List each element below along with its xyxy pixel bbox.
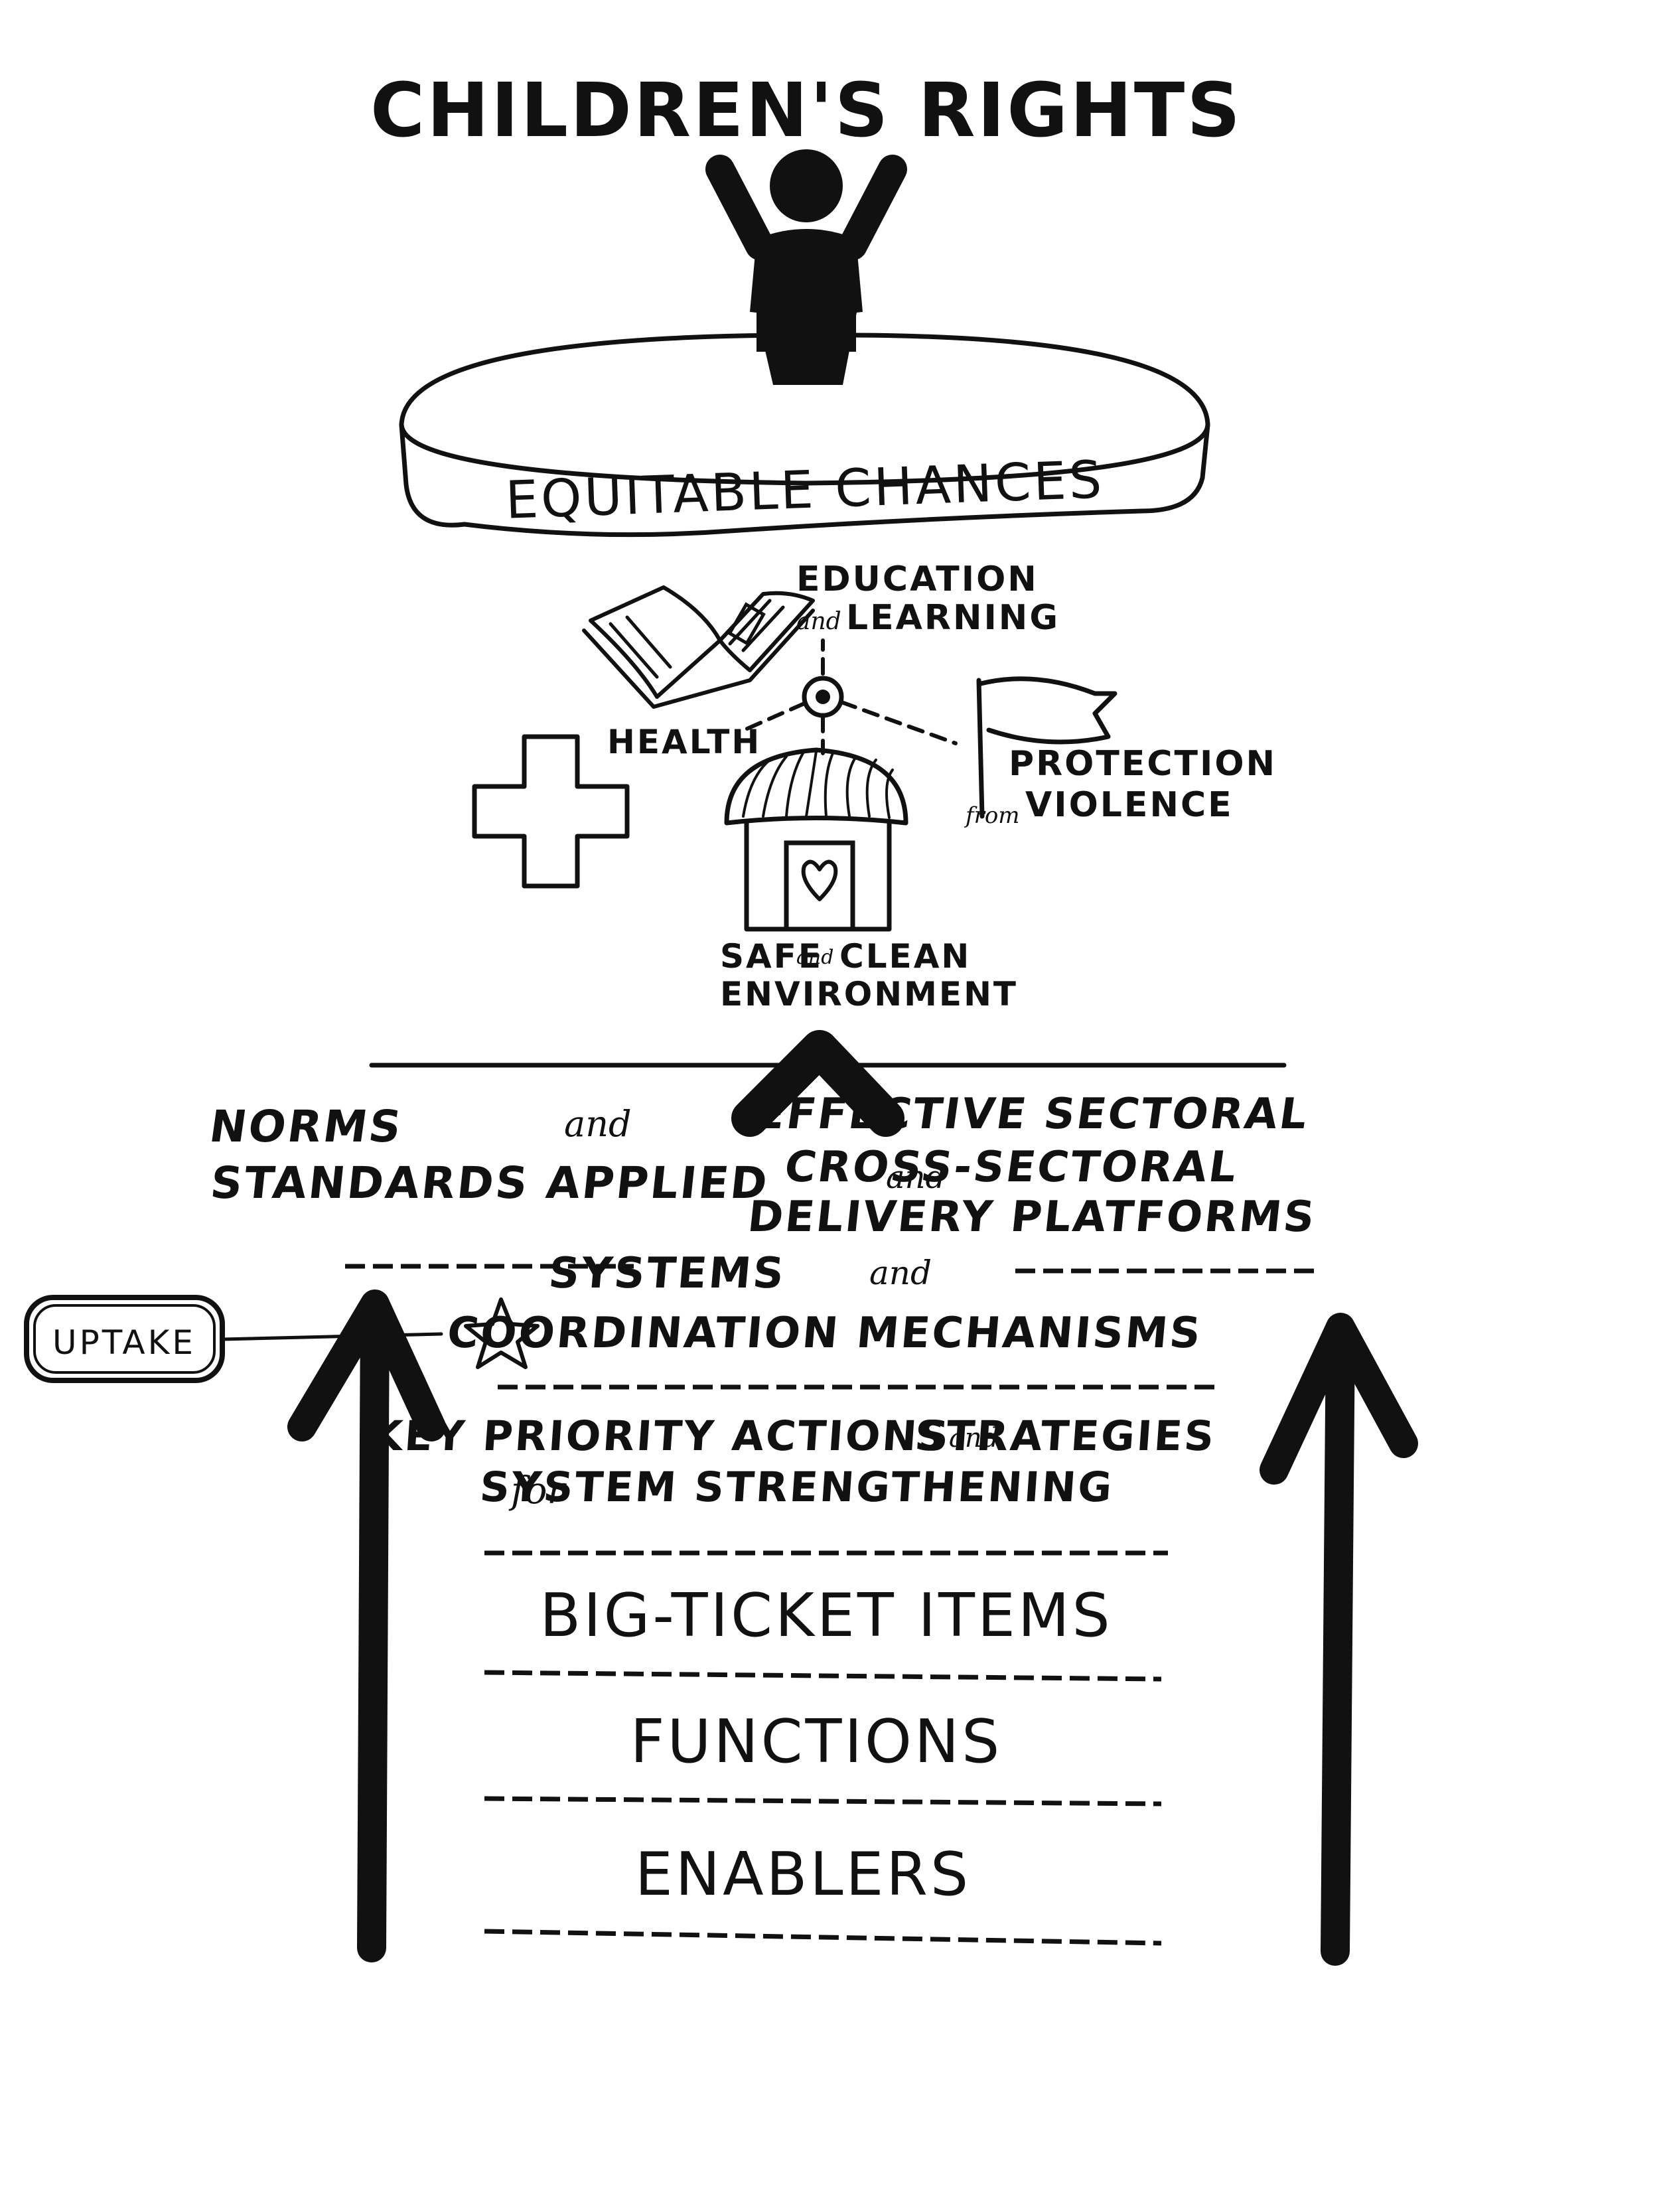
- key-actions-line1a: KEY PRIORITY ACTIONS: [369, 1412, 952, 1460]
- diagram-title: CHILDREN'S RIGHTS: [370, 68, 1242, 154]
- environment-connector: and: [796, 946, 833, 969]
- protection-connector: from: [964, 802, 1020, 829]
- norms-connector: and: [564, 1103, 632, 1145]
- star-icon: [464, 1297, 540, 1369]
- layer-dash-4: [484, 1929, 1162, 1946]
- uptake-connector-line: [220, 1332, 443, 1341]
- platforms-connector: and: [886, 1159, 946, 1196]
- protection-line1: PROTECTION: [1009, 744, 1277, 784]
- platforms-line1: EFFECTIVE SECTORAL: [753, 1089, 1313, 1139]
- norms-line2: STANDARDS APPLIED: [208, 1157, 772, 1209]
- education-line2: LEARNING: [846, 598, 1060, 638]
- child-figure-icon: [705, 149, 907, 385]
- layer-big-ticket-items: BIG-TICKET ITEMS: [540, 1581, 1112, 1651]
- environment-line1b: CLEAN: [839, 937, 971, 976]
- right-up-arrow-icon: [1260, 1313, 1418, 1966]
- norms-line1: NORMS: [206, 1100, 406, 1152]
- key-actions-line2: SYSTEM STRENGTHENING: [478, 1463, 1116, 1511]
- key-actions-prefix: for: [508, 1469, 567, 1512]
- platforms-line2: CROSS-SECTORAL: [782, 1142, 1242, 1192]
- systems-line1: SYSTEMS: [547, 1248, 788, 1298]
- education-line1: EDUCATION: [796, 559, 1039, 599]
- key-actions-connector: and: [949, 1423, 999, 1453]
- book-icon: [582, 585, 815, 709]
- systems-line2: COORDINATION MECHANISMS: [445, 1308, 1204, 1358]
- layer-dash-3: [484, 1796, 1162, 1806]
- pedestal-icon: [399, 332, 1210, 538]
- environment-line1a: SAFE: [720, 937, 823, 976]
- outcome-hub-icon: [735, 638, 958, 755]
- uptake-label: UPTAKE: [52, 1323, 196, 1362]
- education-connector: and: [796, 608, 841, 635]
- pedestal-label: EQUITABLE CHANCES: [504, 450, 1105, 530]
- chevron-up-icon: [731, 1030, 904, 1137]
- systems-connector: and: [869, 1254, 932, 1292]
- protection-line2: VIOLENCE: [1025, 785, 1234, 825]
- layer-functions: FUNCTIONS: [630, 1707, 1003, 1777]
- environment-line2: ENVIRONMENT: [720, 975, 1018, 1013]
- health-label: HEALTH: [607, 723, 761, 761]
- left-up-arrow-icon: [287, 1290, 446, 1962]
- platforms-line3: DELIVERY PLATFORMS: [745, 1192, 1319, 1242]
- layer-dash-2: [484, 1670, 1162, 1682]
- layer-enablers: ENABLERS: [635, 1840, 971, 1909]
- key-actions-line1b: STRATEGIES: [913, 1412, 1217, 1460]
- cross-icon: [472, 734, 630, 889]
- flag-icon: [976, 676, 1118, 819]
- house-icon: [724, 747, 908, 932]
